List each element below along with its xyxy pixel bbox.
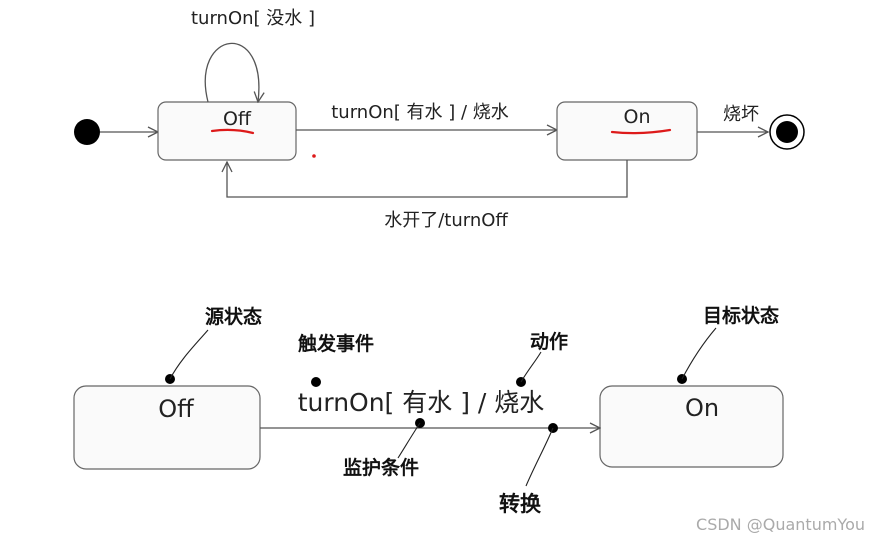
- self-loop-label: turnOn[ 没水 ]: [191, 8, 315, 29]
- self-loop-transition: [204, 42, 259, 102]
- leader-target-state: [681, 327, 717, 380]
- note-dot-trigger-event: [311, 377, 321, 387]
- final-state-core: [776, 121, 798, 143]
- red-dot-mark: [312, 154, 316, 158]
- state-off-bottom-label: Off: [158, 395, 194, 423]
- note-transition: 转换: [499, 491, 542, 516]
- note-trigger-event: 触发事件: [298, 332, 374, 355]
- red-underline-off: [210, 128, 255, 135]
- transition-on-off: [227, 160, 628, 198]
- transition-off-on-label: turnOn[ 有水 ] / 烧水: [331, 102, 509, 123]
- note-source-state: 源状态: [205, 305, 262, 328]
- leader-guard-condition: [397, 422, 421, 459]
- watermark: CSDN @QuantumYou: [696, 515, 865, 534]
- state-on-top-label: On: [624, 106, 651, 128]
- state-off-top: [157, 101, 297, 161]
- leader-transition: [525, 427, 554, 487]
- initial-state: [74, 119, 100, 145]
- red-underline-on: [610, 128, 672, 135]
- state-on-bottom-label: On: [685, 394, 719, 422]
- state-off-top-label: Off: [223, 108, 252, 130]
- transition-on-off-label: 水开了/turnOff: [384, 210, 508, 231]
- note-action: 动作: [530, 330, 568, 353]
- transition-final-label: 烧坏: [723, 104, 759, 125]
- leader-source-state: [169, 329, 209, 380]
- note-guard-condition: 监护条件: [343, 456, 419, 479]
- leader-action: [520, 351, 542, 383]
- note-target-state: 目标状态: [703, 304, 779, 327]
- transition-bottom-label: turnOn[ 有水 ] / 烧水: [298, 388, 545, 417]
